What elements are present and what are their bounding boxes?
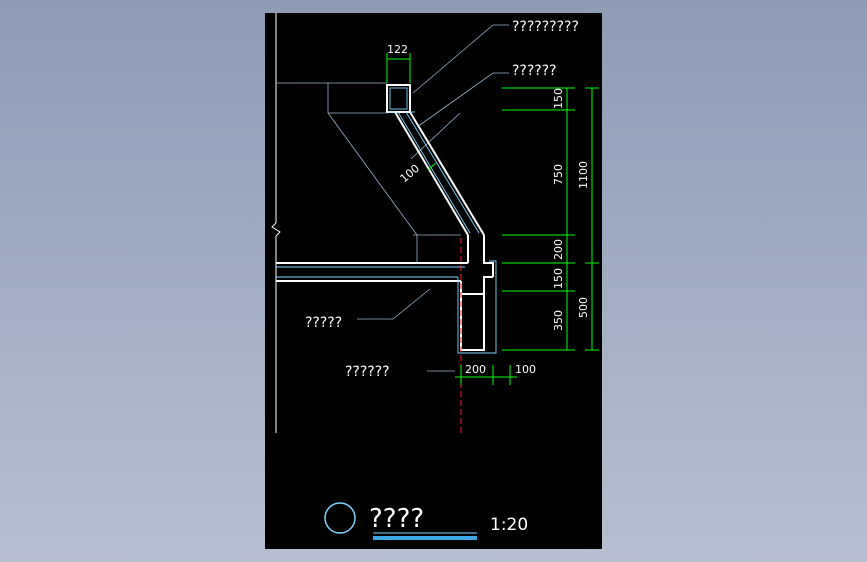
dim-right-1100: 1100 [577,161,590,189]
dim-bottom-200: 200 [465,363,486,376]
dim-bottom-100: 100 [515,363,536,376]
drawing-title: ???? [369,504,424,534]
section-inner-outline [276,87,497,354]
drawing-scale: 1:20 [490,515,528,535]
cad-drawing: ????????? ?????? ????? ?????? 122 100 15… [271,13,599,540]
dim-right-150-top: 150 [552,88,565,109]
dim-top-width: 122 [387,43,408,56]
drawing-sheet: ????????? ?????? ????? ?????? 122 100 15… [265,13,602,549]
dim-right-150-mid: 150 [552,268,565,289]
dim-right-500: 500 [577,297,590,318]
wall-line [271,13,281,433]
dim-right-750: 750 [552,164,565,185]
dim-right-350: 350 [552,310,565,331]
leader-lines [357,24,509,372]
callout-left: ????? [305,315,342,331]
callout-bottom-left: ?????? [345,364,390,380]
callout-top-right-2: ?????? [512,63,557,79]
title-symbol [324,502,356,534]
background-outline [276,82,461,263]
dimension-lines [386,53,599,385]
dim-right-200: 200 [552,239,565,260]
dim-slope-thickness: 100 [398,162,422,185]
callout-top-right-1: ????????? [512,19,579,35]
